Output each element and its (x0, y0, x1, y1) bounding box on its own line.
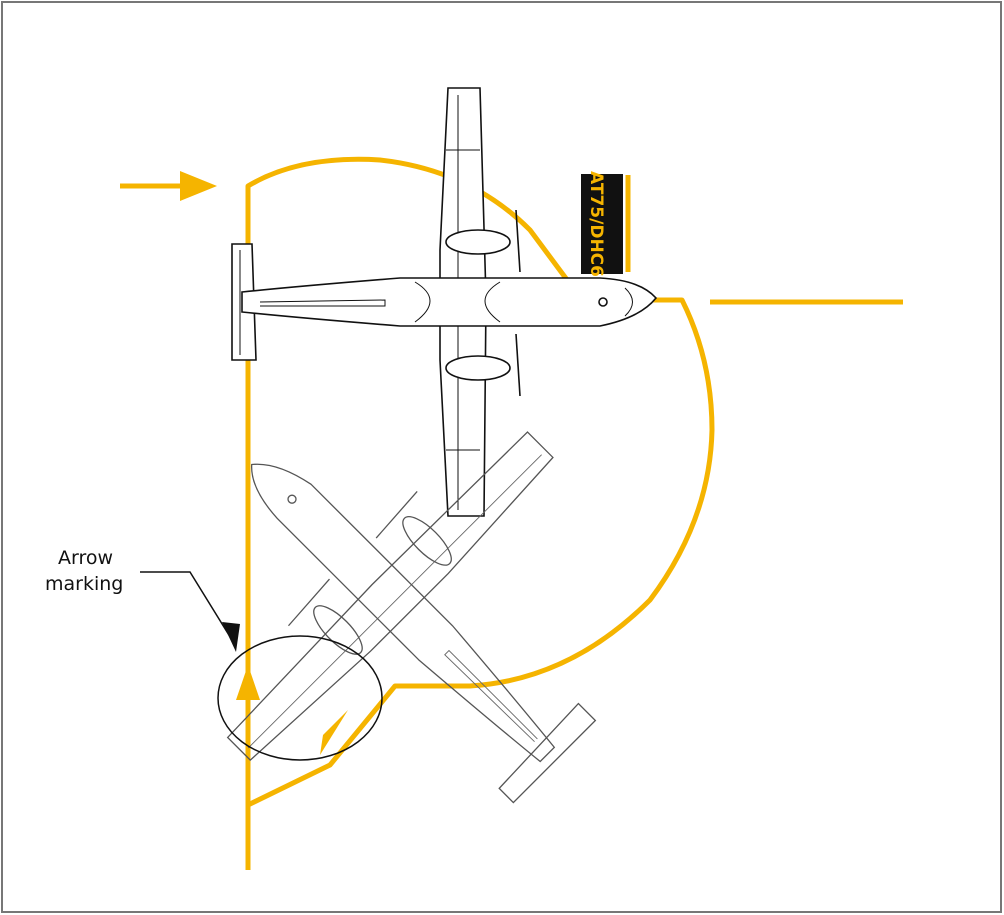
nacelle-right (445, 355, 511, 381)
fuselage (241, 277, 658, 327)
nacelle-left (445, 229, 511, 255)
callout-leader (140, 571, 233, 641)
wing-2 (226, 431, 554, 762)
annotation-line-2: marking (45, 573, 123, 595)
aircraft-turning (226, 431, 597, 804)
fuselage-2 (251, 463, 556, 763)
annotation-line-1: Arrow (58, 547, 113, 569)
aircraft-stop-sign: AT75/DHC6 (581, 171, 623, 277)
diagonal-arrow-marking (320, 710, 348, 755)
stop-sign-text: AT75/DHC6 (586, 171, 606, 277)
callout-arrowhead (222, 622, 240, 652)
aircraft-parked (231, 87, 658, 517)
callout-circle (217, 635, 383, 761)
taxi-guide-line (236, 156, 903, 870)
horizontal-stabilizer-2 (498, 702, 597, 804)
entry-arrow-marking (120, 171, 217, 201)
up-arrow-marking (236, 665, 260, 700)
